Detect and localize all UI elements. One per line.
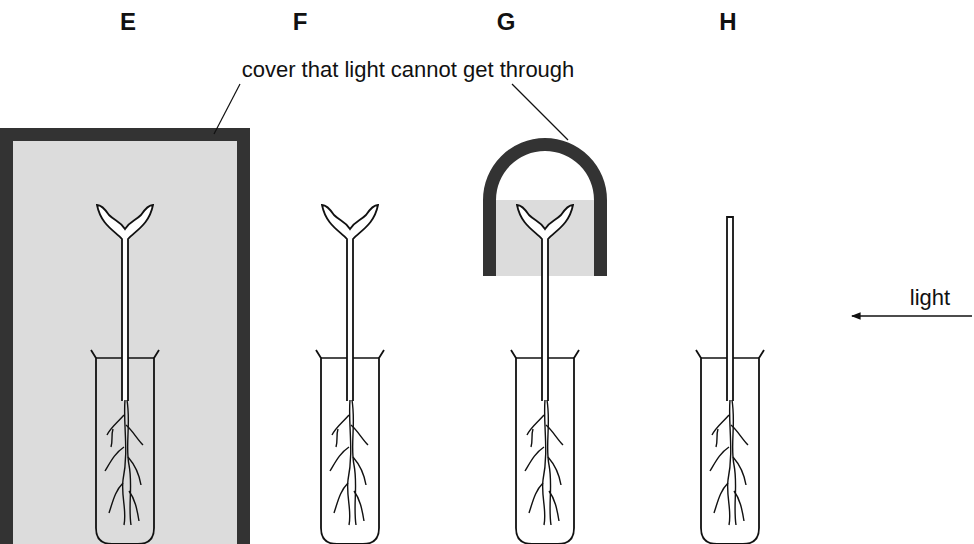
leader-line [214, 84, 240, 134]
panel-letter: H [719, 9, 736, 35]
light-label: light [910, 286, 950, 310]
tip-cover [483, 138, 607, 276]
light-arrow [852, 315, 972, 317]
cover-label: cover that light cannot get through [242, 58, 575, 82]
panel-letter: G [497, 9, 516, 35]
panel-letter: E [120, 9, 136, 35]
leader-line [512, 84, 568, 140]
panel-letter: F [293, 9, 308, 35]
